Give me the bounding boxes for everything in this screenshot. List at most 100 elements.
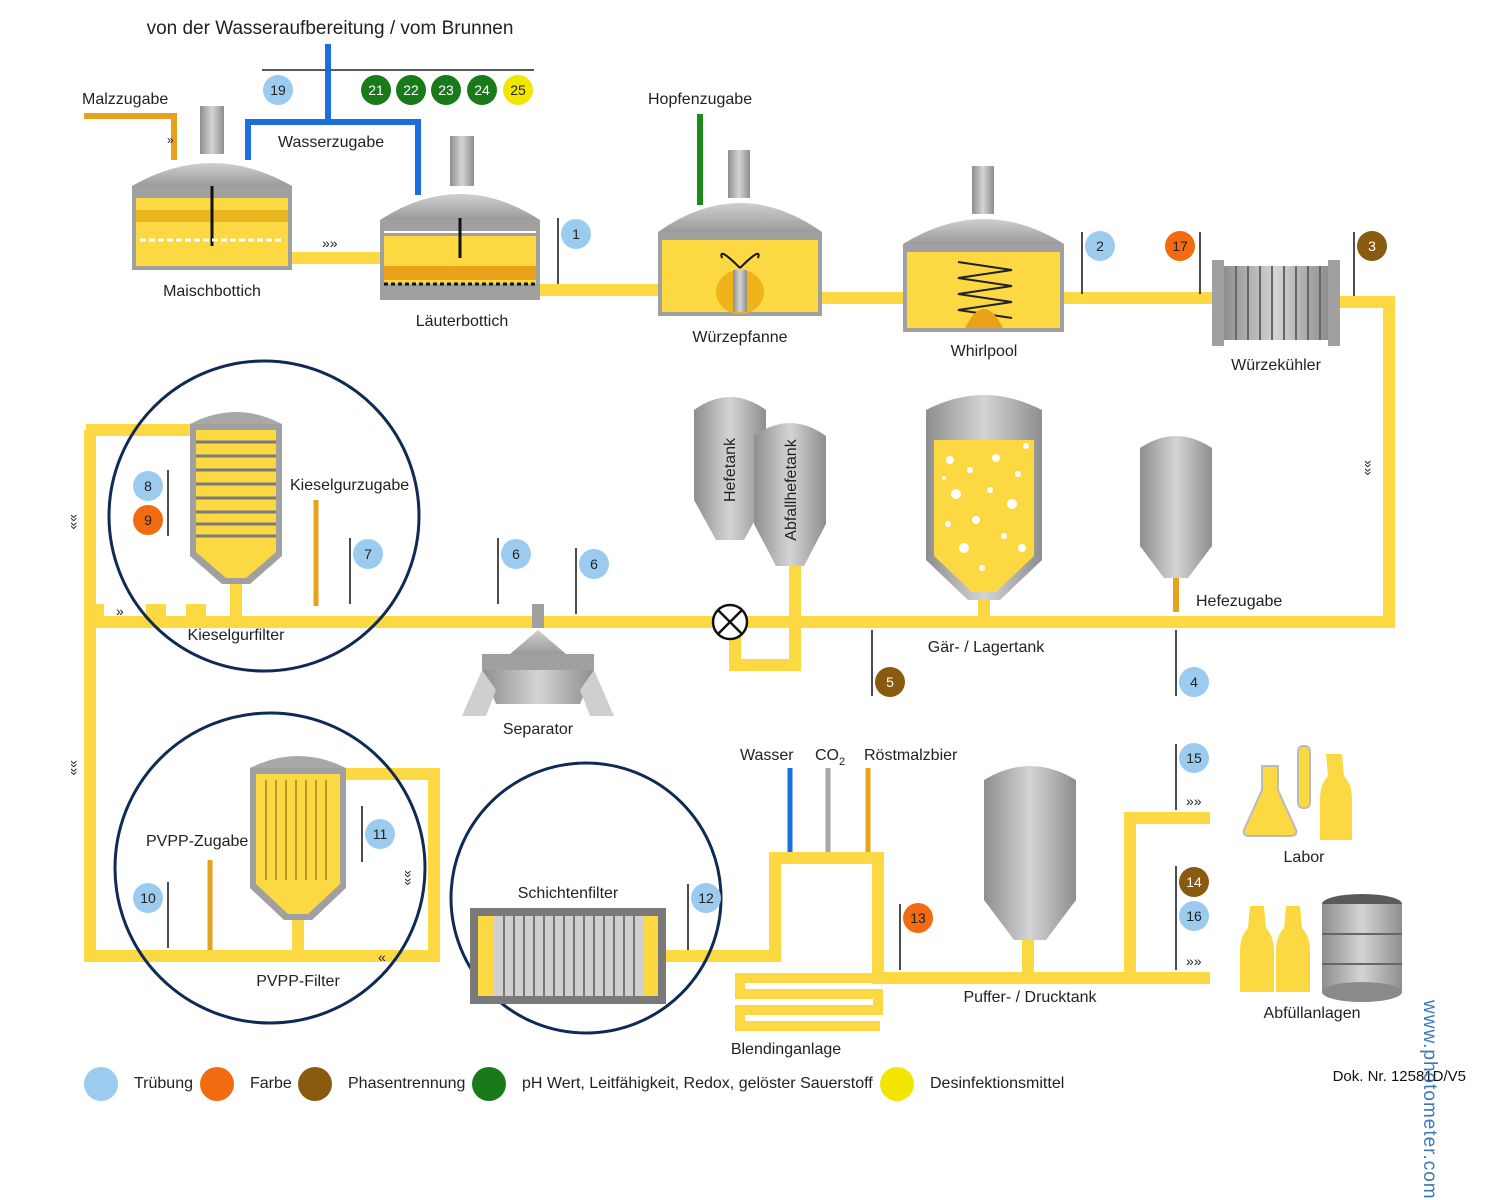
point-14: 14	[1179, 867, 1209, 897]
point-4: 4	[1179, 667, 1209, 697]
brewery-process-diagram: von der Wasseraufbereitung / vom Brunnen…	[67, 18, 1402, 1058]
point-3: 3	[1357, 231, 1387, 261]
svg-text:6: 6	[512, 546, 520, 562]
point-13: 13	[903, 903, 933, 933]
svg-text:22: 22	[403, 82, 419, 98]
website-url: www.photometer.com	[1419, 1000, 1440, 1200]
laeuterbottich-label: Läuterbottich	[416, 313, 509, 330]
svg-text:11: 11	[373, 826, 388, 842]
legend-label: Desinfektionsmittel	[930, 1075, 1065, 1092]
legend-label: Phasentrennung	[348, 1075, 466, 1092]
svg-text:14: 14	[1186, 874, 1202, 890]
svg-text:24: 24	[474, 82, 490, 98]
kieselgurfilter: Kieselgurfilter	[188, 412, 285, 644]
point-19: 19	[263, 75, 293, 105]
hefetank: Hefetank	[694, 397, 766, 540]
roestmalzbier-label: Röstmalzbier	[864, 747, 958, 764]
svg-text:5: 5	[886, 674, 894, 690]
point-11: 11	[365, 819, 395, 849]
legend-item-ph: pH Wert, Leitfähigkeit, Redox, gelöster …	[472, 1062, 873, 1106]
schichtenfilter-label: Schichtenfilter	[518, 885, 619, 902]
svg-text:13: 13	[910, 910, 926, 926]
svg-text:4: 4	[1190, 674, 1198, 690]
svg-text:17: 17	[1172, 238, 1188, 254]
blending-coil	[735, 973, 883, 1031]
wuerzekuehler-label: Würzekühler	[1231, 357, 1321, 374]
abfallhefetank-label: Abfallhefetank	[783, 438, 800, 540]
point-17: 17	[1165, 231, 1195, 261]
legend-swatch	[472, 1067, 506, 1101]
svg-text:21: 21	[368, 82, 384, 98]
wasser-label: Wasser	[740, 747, 794, 764]
point-6a: 6	[501, 539, 531, 569]
svg-text:9: 9	[144, 512, 152, 528]
svg-text:3: 3	[1368, 238, 1376, 254]
water-feed-line: Wasserzugabe	[245, 44, 421, 195]
chevron-right-icon: »	[116, 603, 124, 619]
separator: Separator	[462, 604, 614, 738]
svg-text:1: 1	[572, 226, 580, 242]
gaer-lagertank-label: Gär- / Lagertank	[928, 639, 1046, 656]
abfallhefetank: Abfallhefetank	[754, 423, 826, 566]
legend: Trübung Farbe Phasentrennung pH Wert, Le…	[0, 1062, 1488, 1106]
point-8: 8	[133, 471, 163, 501]
point-12: 12	[691, 883, 721, 913]
legend-label: Trübung	[134, 1075, 193, 1092]
svg-text:19: 19	[270, 82, 286, 98]
point-25: 25	[503, 75, 533, 105]
chevron-down-icon: »	[167, 133, 174, 147]
svg-text:7: 7	[364, 546, 372, 562]
chevron-right-icon: »»	[1186, 953, 1202, 969]
svg-text:16: 16	[1186, 908, 1202, 924]
kieselgurzugabe-label: Kieselgurzugabe	[290, 477, 409, 494]
legend-swatch	[880, 1067, 914, 1101]
puffer-drucktank: Puffer- / Drucktank	[963, 766, 1098, 1006]
point-2: 2	[1085, 231, 1115, 261]
whirlpool: Whirlpool	[903, 166, 1064, 360]
hefetank-label: Hefetank	[722, 437, 739, 502]
laeuterbottich: Läuterbottich	[380, 136, 540, 330]
svg-text:8: 8	[144, 478, 152, 494]
whirlpool-label: Whirlpool	[951, 343, 1018, 360]
chevron-right-icon: »»	[322, 235, 338, 251]
hefezugabe-label: Hefezugabe	[1196, 593, 1282, 610]
pvpp-zugabe-label: PVPP-Zugabe	[146, 833, 248, 850]
co2-label: CO2	[815, 747, 845, 768]
legend-item-truebung: Trübung	[84, 1062, 193, 1106]
point-21: 21	[361, 75, 391, 105]
svg-text:15: 15	[1186, 750, 1202, 766]
point-5: 5	[875, 667, 905, 697]
beer-pipe-dashed	[84, 604, 365, 962]
malt-feed-line: Malzzugabe »	[82, 91, 177, 160]
wasserzugabe-label: Wasserzugabe	[278, 134, 384, 151]
chevron-right-icon: »»	[1186, 793, 1202, 809]
point-16: 16	[1179, 901, 1209, 931]
pvpp-filter: PVPP-Filter	[250, 756, 346, 990]
point-10: 10	[133, 883, 163, 913]
blendinganlage-label: Blendinganlage	[731, 1041, 841, 1058]
legend-item-farbe: Farbe	[200, 1062, 292, 1106]
pvpp-filter-label: PVPP-Filter	[256, 973, 340, 990]
point-1: 1	[561, 219, 591, 249]
chevron-down-icon: »»	[1361, 460, 1377, 476]
wuerzepfanne: Würzepfanne	[658, 150, 822, 346]
wuerzepfanne-label: Würzepfanne	[692, 329, 787, 346]
malzzugabe-label: Malzzugabe	[82, 91, 168, 108]
labor: Labor	[1242, 745, 1352, 866]
maischbottich-label: Maischbottich	[163, 283, 261, 300]
abfuellanlagen: Abfüllanlagen	[1240, 894, 1402, 1022]
sensor-probes	[167, 218, 1355, 970]
separator-label: Separator	[503, 721, 574, 738]
point-22: 22	[396, 75, 426, 105]
legend-label: Farbe	[250, 1075, 292, 1092]
chevron-down-icon: »»	[67, 760, 83, 776]
abfuellanlagen-label: Abfüllanlagen	[1264, 1005, 1361, 1022]
point-6b: 6	[579, 549, 609, 579]
legend-swatch	[200, 1067, 234, 1101]
wuerzekuehler: Würzekühler	[1212, 260, 1340, 374]
schichtenfilter: Schichtenfilter	[470, 885, 666, 1004]
legend-label: pH Wert, Leitfähigkeit, Redox, gelöster …	[522, 1075, 873, 1092]
svg-text:6: 6	[590, 556, 598, 572]
svg-text:25: 25	[510, 82, 526, 98]
point-23: 23	[431, 75, 461, 105]
